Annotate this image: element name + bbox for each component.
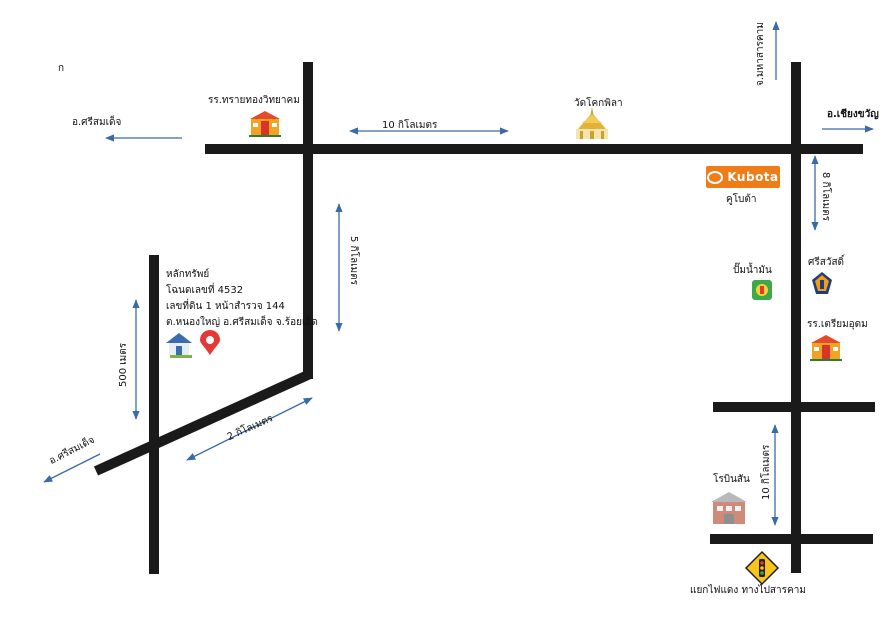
house-icon — [166, 333, 192, 358]
mall-icon — [711, 492, 747, 524]
distance-arrows — [43, 21, 874, 526]
dist-5km-label: 5 กิโลเมตร — [348, 236, 359, 285]
dist-10km-bottom-label: 10 กิโลเมตร — [761, 444, 772, 500]
traffic-light-sign-icon — [744, 550, 780, 586]
location-pin-icon — [200, 330, 220, 355]
gas-station-icon — [752, 280, 772, 300]
temple-icon — [576, 107, 608, 139]
kubota-mark-icon — [707, 170, 724, 184]
school-icon — [810, 335, 842, 361]
school-top-label: รร.ทรายทองวิทยาคม — [208, 95, 300, 106]
temple-label: วัดโคกพิลา — [574, 98, 623, 109]
dist-500m-label: 500 เมตร — [118, 342, 129, 387]
arrow-2km — [186, 397, 313, 461]
school-right-label: รร.เตรียมอุดม — [807, 319, 868, 330]
kubota-logo: Kubota — [706, 166, 780, 188]
dist-10km-top-label: 10 กิโลเมตร — [382, 120, 438, 131]
to-sri-somdet-top-label: อ.ศรีสมเด็จ — [72, 117, 122, 128]
roads — [93, 62, 875, 574]
property-deed: โฉนดเลขที่ 4532 — [166, 285, 244, 296]
dist-8km-label: 8 กิโลเมตร — [820, 172, 831, 221]
gas-station-label: ปั๊มน้ำมัน — [733, 265, 772, 276]
to-mahasarakham-label: จ.มหาสารคาม — [755, 22, 766, 86]
property-info: หลักทรัพย์ โฉนดเลขที่ 4532 เลขที่ดิน 1 ห… — [166, 267, 318, 331]
property-location: ต.หนองใหญ่ อ.ศรีสมเด็จ จ.ร้อยเอ็ด — [166, 317, 318, 328]
robinson-label: โรบินสัน — [713, 474, 750, 485]
property-title: หลักทรัพย์ — [166, 269, 210, 280]
school-icon — [249, 111, 281, 137]
traffic-light-label: แยกไฟแดง ทางไปสารคาม — [690, 585, 806, 596]
srisawat-logo — [812, 272, 832, 294]
corner-mark: ก — [58, 63, 65, 74]
srisawat-label: ศรีสวัสดิ์ — [808, 257, 845, 268]
arrow-to-sri-somdet-bottom — [43, 453, 101, 483]
kubota-logo-text: Kubota — [727, 170, 779, 184]
property-land-no: เลขที่ดิน 1 หน้าสำรวจ 144 — [166, 301, 285, 312]
to-chiang-khwan-label: อ.เชียงขวัญ — [827, 109, 879, 120]
road-diagonal — [93, 369, 313, 476]
kubota-label: คูโบต้า — [726, 194, 757, 205]
